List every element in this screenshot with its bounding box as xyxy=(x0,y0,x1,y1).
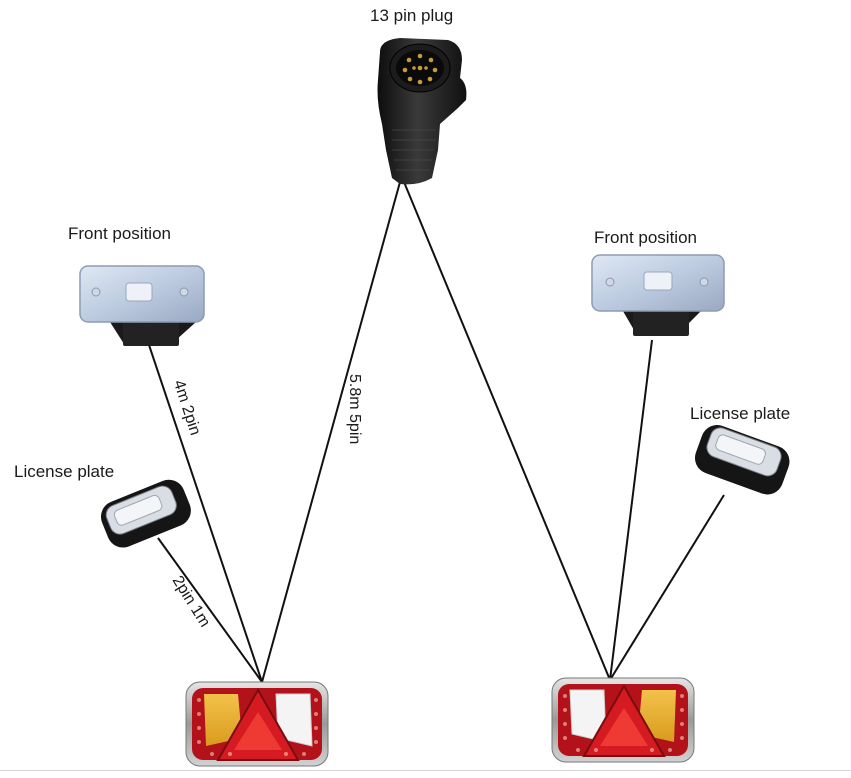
tail-light-right-icon xyxy=(551,677,695,763)
license-plate-right-icon xyxy=(694,425,790,495)
cable-main-left xyxy=(261,181,401,683)
cable-license-right xyxy=(609,494,725,681)
cables xyxy=(147,181,725,683)
cable-front-left xyxy=(147,341,263,683)
plug-13-pin-icon xyxy=(377,38,467,185)
front-position-right-icon xyxy=(591,254,725,336)
cable-main-left-label: 5.8m 5pin xyxy=(346,374,363,445)
bottom-divider xyxy=(0,770,851,771)
cable-front-right xyxy=(609,339,653,681)
tail-light-left-icon xyxy=(185,681,329,767)
license-plate-left-label: License plate xyxy=(14,462,115,481)
front-position-left-icon xyxy=(79,265,205,346)
front-position-right-label: Front position xyxy=(594,228,697,247)
front-position-left-label: Front position xyxy=(68,224,171,243)
cable-license-left xyxy=(157,537,263,683)
cable-main-right xyxy=(403,181,611,681)
license-plate-left-icon xyxy=(100,479,191,548)
license-plate-right-label: License plate xyxy=(690,404,791,423)
plug-label: 13 pin plug xyxy=(370,6,454,25)
